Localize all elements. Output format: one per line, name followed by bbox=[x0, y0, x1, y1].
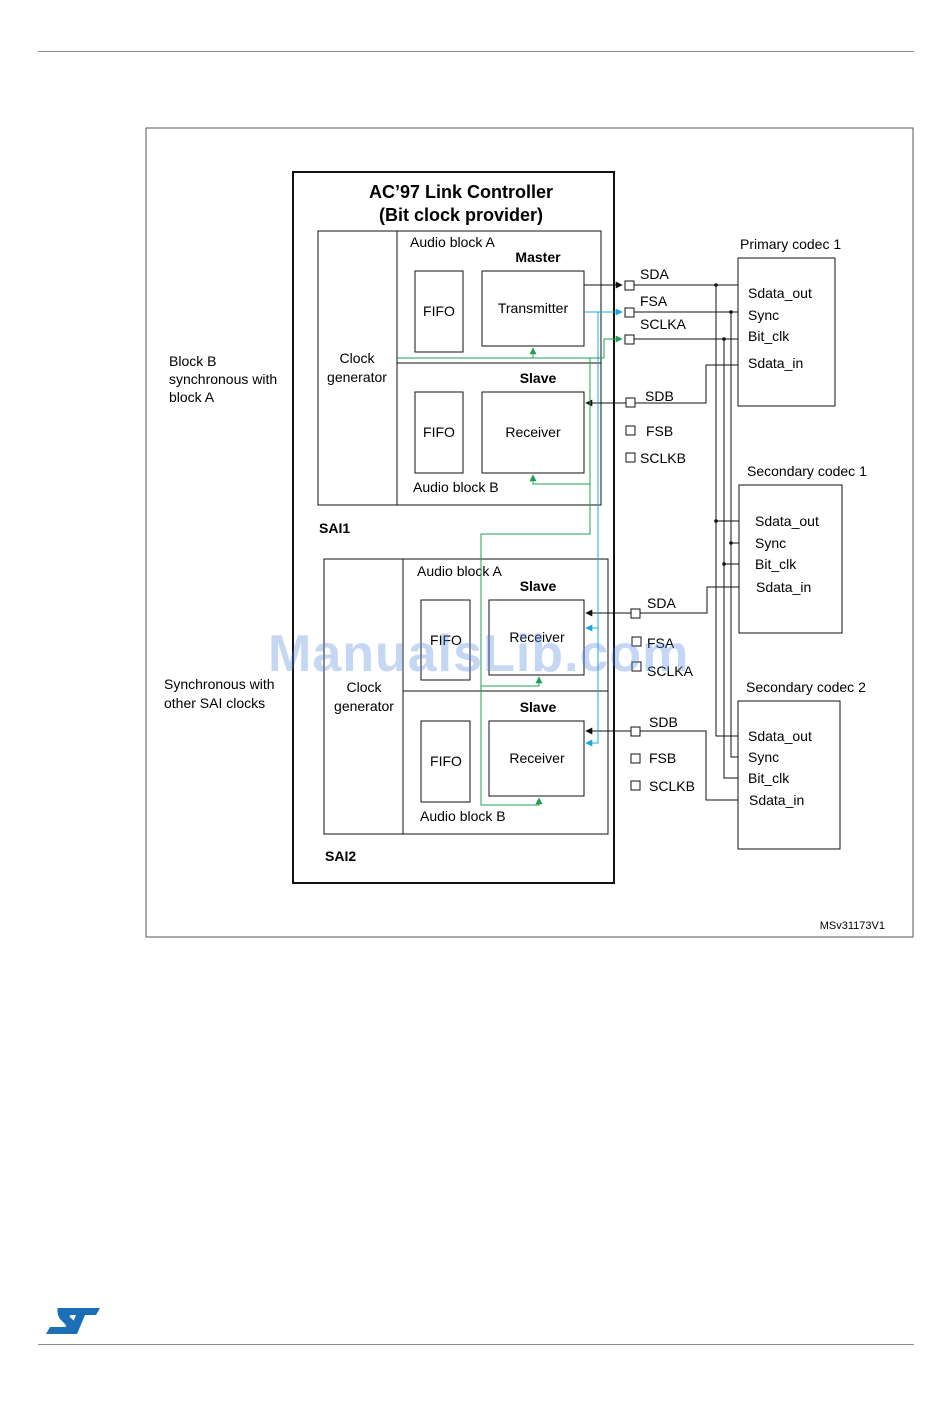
bus-junction-dots bbox=[714, 283, 733, 566]
sai2-pin-sdb: SDB bbox=[649, 714, 678, 730]
secondary2-sdata-in: Sdata_in bbox=[749, 792, 804, 808]
st-logo-icon bbox=[44, 1306, 102, 1341]
sai1-a-fifo bbox=[414, 270, 464, 353]
controller-title-1: AC’97 Link Controller bbox=[369, 182, 553, 202]
secondary1-codec-title: Secondary codec 1 bbox=[747, 463, 867, 479]
sai2-block-a-mode: Slave bbox=[520, 578, 557, 594]
note-sai-sync-2: other SAI clocks bbox=[164, 695, 265, 711]
secondary2-sync: Sync bbox=[748, 749, 779, 765]
sai2-b-fifo bbox=[420, 720, 471, 803]
secondary1-sync: Sync bbox=[755, 535, 786, 551]
top-rule bbox=[38, 51, 914, 52]
sai1-pin-sclkb: SCLKB bbox=[640, 450, 686, 466]
sai2-pin-sda: SDA bbox=[647, 595, 676, 611]
secondary2-sdata-out: Sdata_out bbox=[748, 728, 812, 744]
sai1-b-fifo-label: FIFO bbox=[423, 424, 455, 440]
sai2-clock-generator-1: Clock bbox=[346, 679, 382, 695]
frame-sync-wires bbox=[584, 308, 623, 747]
sai1-block-a-mode: Master bbox=[515, 249, 561, 265]
sai1-block-a-label: Audio block A bbox=[410, 234, 495, 250]
primary-codec-box bbox=[737, 257, 836, 407]
clock-to-sai1-rx bbox=[529, 358, 591, 485]
secondary2-codec-title: Secondary codec 2 bbox=[746, 679, 866, 695]
clock-wires bbox=[397, 335, 623, 806]
figure-id: MSv31173V1 bbox=[820, 920, 885, 932]
primary-bit-clk: Bit_clk bbox=[748, 328, 790, 344]
sai2-b-receiver-label: Receiver bbox=[509, 750, 565, 766]
secondary2-sdatain-wire bbox=[640, 730, 738, 801]
sai1-clock-generator-2: generator bbox=[327, 369, 387, 385]
note-block-b-2: synchronous with bbox=[169, 371, 277, 387]
primary-sync: Sync bbox=[748, 307, 779, 323]
sai2-a-fifo-label: FIFO bbox=[430, 632, 462, 648]
fsa-bus bbox=[634, 311, 739, 758]
clock-to-sclka bbox=[397, 335, 623, 359]
sai1-b-fifo bbox=[414, 391, 464, 474]
sai1-block-b-label: Audio block B bbox=[413, 479, 499, 495]
sai1-pin-sclka: SCLKA bbox=[640, 316, 687, 332]
sai1-receiver-label: Receiver bbox=[505, 424, 561, 440]
secondary1-sdatain-wire bbox=[640, 586, 739, 614]
note-block-b-1: Block B bbox=[169, 353, 216, 369]
primary-sdatain-wire bbox=[634, 364, 738, 404]
sai2-pin-sclkb: SCLKB bbox=[649, 778, 695, 794]
secondary2-codec-box bbox=[737, 700, 841, 850]
sai2-block-b-label: Audio block B bbox=[420, 808, 506, 824]
sai2-a-receiver-label: Receiver bbox=[509, 629, 565, 645]
sai2-pin-fsa: FSA bbox=[647, 635, 675, 651]
primary-sdata-in: Sdata_in bbox=[748, 355, 803, 371]
sai2-a-fifo bbox=[420, 599, 471, 681]
secondary1-bit-clk: Bit_clk bbox=[755, 556, 797, 572]
secondary1-sdata-in: Sdata_in bbox=[756, 579, 811, 595]
sai1-pin-sdb: SDB bbox=[645, 388, 674, 404]
sai2-b-fifo-label: FIFO bbox=[430, 753, 462, 769]
sai1-transmitter-label: Transmitter bbox=[498, 300, 569, 316]
bottom-rule bbox=[38, 1344, 914, 1345]
sai1-a-fifo-label: FIFO bbox=[423, 303, 455, 319]
secondary1-sdata-out: Sdata_out bbox=[755, 513, 819, 529]
sai2-box bbox=[323, 558, 609, 835]
clock-to-sai2-a bbox=[481, 676, 543, 687]
sai1-clock-generator-1: Clock bbox=[339, 350, 375, 366]
sai1-transmitter bbox=[481, 270, 585, 347]
sai2-clock-generator-2: generator bbox=[334, 698, 394, 714]
sai1-receiver bbox=[481, 391, 585, 474]
watermark: ManualsLib.com bbox=[268, 625, 690, 683]
note-block-b-3: block A bbox=[169, 389, 215, 405]
sclka-bus bbox=[634, 338, 739, 779]
sai2-pin-sclka: SCLKA bbox=[647, 663, 694, 679]
primary-sdata-out: Sdata_out bbox=[748, 285, 812, 301]
secondary2-bit-clk: Bit_clk bbox=[748, 770, 790, 786]
secondary1-codec-box bbox=[738, 484, 843, 634]
sai1-pin-fsa: FSA bbox=[640, 293, 668, 309]
figure-frame bbox=[145, 127, 914, 938]
sai1-box bbox=[317, 230, 602, 506]
primary-codec-title: Primary codec 1 bbox=[740, 236, 841, 252]
sai1-block-b-mode: Slave bbox=[520, 370, 557, 386]
fsa-to-sai2 bbox=[585, 312, 599, 747]
sai2-a-receiver bbox=[488, 599, 585, 676]
sai2-pin-fsb: FSB bbox=[649, 750, 676, 766]
note-sai-sync-1: Synchronous with bbox=[164, 676, 275, 692]
sai2-block-b-mode: Slave bbox=[520, 699, 557, 715]
sai1-pin-fsb: FSB bbox=[646, 423, 673, 439]
sai1-pin-sda: SDA bbox=[640, 266, 669, 282]
sai2-b-receiver bbox=[488, 720, 585, 797]
bus-wires bbox=[584, 281, 739, 801]
controller-title-2: (Bit clock provider) bbox=[379, 205, 543, 225]
controller-box bbox=[292, 171, 615, 884]
pin-squares bbox=[624, 280, 642, 791]
sai2-block-a-label: Audio block A bbox=[417, 563, 502, 579]
clock-to-sai2 bbox=[480, 484, 591, 806]
sai2-label: SAI2 bbox=[325, 848, 356, 864]
sai1-label: SAI1 bbox=[319, 520, 350, 536]
